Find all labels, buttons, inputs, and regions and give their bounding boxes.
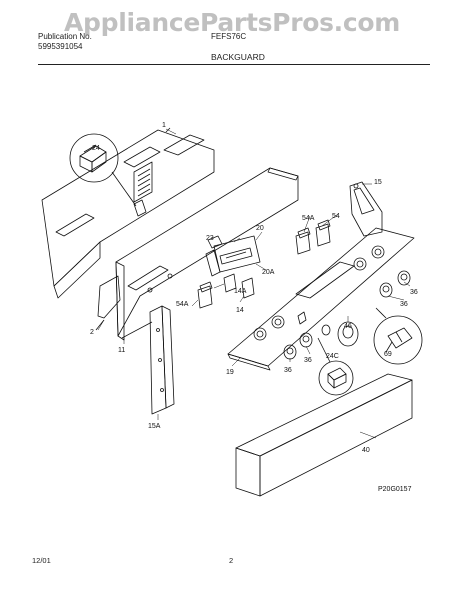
callout-36-d: 36 [304, 357, 312, 364]
callout-11: 11 [118, 347, 125, 354]
publication-label: Publication No. [38, 32, 92, 41]
clock-timer-assembly [205, 235, 261, 277]
callout-2: 2 [90, 329, 94, 336]
callout-1: 1 [162, 122, 166, 129]
callout-20a: 20A [262, 269, 275, 276]
infinite-switches [197, 219, 331, 309]
callout-54a-left: 54A [176, 301, 189, 308]
callout-36-a: 36 [410, 289, 418, 296]
footer-date: 12/01 [32, 556, 51, 565]
rear-panel [41, 127, 215, 299]
header-rule [38, 64, 430, 65]
control-panel [227, 227, 415, 371]
callout-14: 14 [236, 307, 244, 314]
switch-mounted [133, 199, 147, 217]
diagram-code: P20G0157 [378, 486, 412, 493]
switch-detail-bubble [69, 133, 137, 207]
callout-36-c: 36 [284, 367, 292, 374]
callout-19: 19 [226, 369, 234, 376]
leader-lines [97, 128, 411, 439]
footer-page: 2 [229, 556, 234, 565]
callout-46: 46 [344, 323, 352, 330]
callout-15: 15 [374, 179, 382, 186]
publication-number: 5995391054 [38, 42, 83, 51]
callout-24: 24 [92, 145, 100, 152]
side-bracket-left [95, 275, 121, 331]
callout-54a-top: 54A [302, 215, 315, 222]
callout-20: 20 [256, 225, 264, 232]
section-title: BACKGUARD [211, 52, 265, 62]
lamp-detail-bubble [373, 307, 423, 365]
side-bracket-right [349, 181, 383, 237]
callout-36-b: 36 [400, 301, 408, 308]
callout-54: 54 [332, 213, 340, 220]
callout-15a: 15A [148, 423, 161, 430]
callout-24c: 24C [326, 353, 339, 360]
callout-14a: 14A [234, 288, 247, 295]
backguard-shroud [115, 167, 299, 341]
callout-69: 69 [384, 351, 392, 358]
callout-40: 40 [362, 447, 370, 454]
end-bracket [149, 305, 175, 415]
light-switch-bubble [317, 337, 354, 396]
callout-23: 23 [206, 235, 214, 242]
trim-end-cap [235, 373, 413, 497]
knob-insert [321, 321, 359, 347]
model-number: FEFS76C [211, 32, 247, 41]
